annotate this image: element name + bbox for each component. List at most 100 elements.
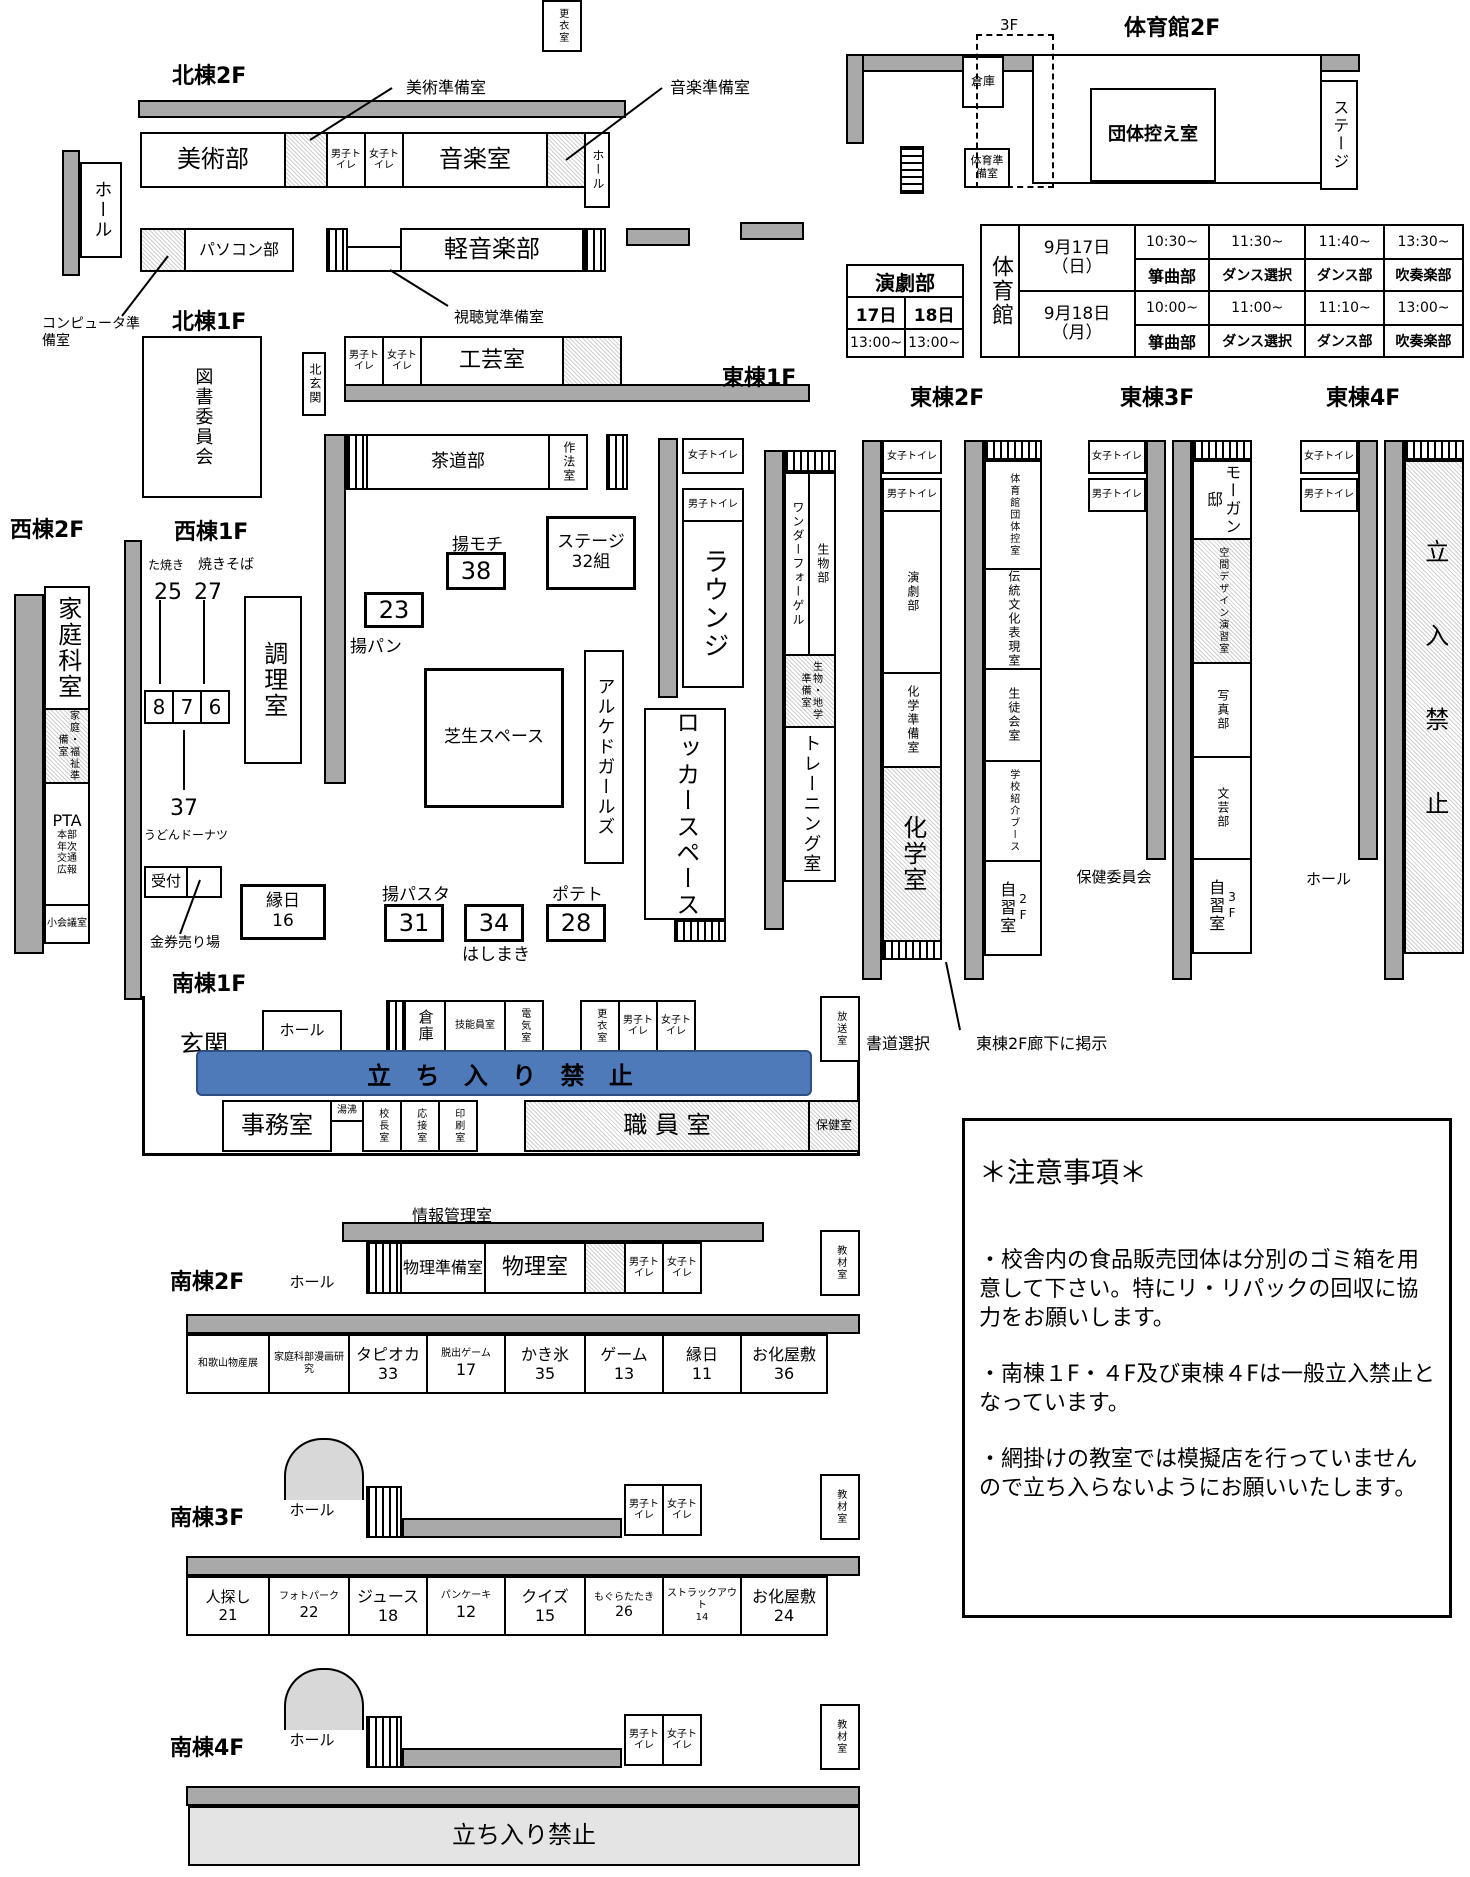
south3-materials[interactable]: 教材室 <box>820 1474 860 1540</box>
room-crafts[interactable]: 工芸室 <box>420 336 564 386</box>
east1-bio-prep[interactable]: 生物・地学準備室 <box>784 654 836 728</box>
south4-hall[interactable]: ホール <box>289 1731 335 1750</box>
room-8[interactable]: 8 <box>144 690 174 724</box>
east2-drama[interactable]: 演劇部 <box>882 510 942 674</box>
room-light-music[interactable]: 軽音楽部 <box>400 228 584 272</box>
booth-31[interactable]: 31 <box>384 904 444 942</box>
room-girls-wc-n2[interactable]: 女子トイレ <box>364 132 404 188</box>
south3-hall[interactable]: ホール <box>289 1501 335 1520</box>
east4-girls-wc[interactable]: 女子トイレ <box>1300 440 1358 474</box>
east1-biology[interactable]: 生物部 <box>808 472 836 656</box>
east2-school-intro[interactable]: 学校紹介ブース <box>984 760 1042 862</box>
east1-wandervogel[interactable]: ワンダーフォーゲル <box>784 472 810 656</box>
south2-room-1[interactable]: 家庭科部漫画研究 <box>268 1334 350 1394</box>
east2-chemistry[interactable]: 化学室 <box>882 766 942 942</box>
room-7[interactable]: 7 <box>172 690 202 724</box>
east3-morgan[interactable]: モーガン邸 <box>1192 460 1252 540</box>
room-home-ec-prep[interactable]: 家庭・福祉準備室 <box>44 708 90 784</box>
room-boys-wc-n2[interactable]: 男子トイレ <box>326 132 366 188</box>
room-music[interactable]: 音楽室 <box>402 132 548 188</box>
room-boys-wc-n1[interactable]: 男子トイレ <box>344 336 384 386</box>
east3-space-design[interactable]: 空間デザイン演習室 <box>1192 538 1252 664</box>
room-av-prep[interactable] <box>346 246 402 272</box>
south1-staff-room[interactable]: 職 員 室 <box>524 1100 810 1152</box>
gym-stage[interactable]: ステージ <box>1320 80 1358 190</box>
room-ticket[interactable] <box>186 866 222 898</box>
room-library-committee[interactable]: 図書委員会 <box>142 336 262 498</box>
room-art-club[interactable]: 美術部 <box>140 132 286 188</box>
south3-boys-wc[interactable]: 男子トイレ <box>624 1484 664 1536</box>
east2-girls-wc[interactable]: 女子トイレ <box>882 440 942 474</box>
booth-28[interactable]: 28 <box>546 904 606 942</box>
south1-nurse[interactable]: 保健室 <box>808 1100 860 1152</box>
room-pta[interactable]: PTA 本部 年次 交通 広報 <box>44 782 90 906</box>
south1-principal[interactable]: 校長室 <box>362 1100 402 1152</box>
room-girls-wc-n1[interactable]: 女子トイレ <box>382 336 422 386</box>
east2-student-council[interactable]: 生徒会室 <box>984 668 1042 762</box>
room-etiquette[interactable]: 作法室 <box>548 434 588 490</box>
north-entrance[interactable]: 北玄関 <box>302 352 326 416</box>
room-pc-club[interactable]: パソコン部 <box>184 228 294 272</box>
room-small-meeting[interactable]: 小会議室 <box>44 904 90 944</box>
room-music-prep[interactable] <box>546 132 586 188</box>
room-6[interactable]: 6 <box>200 690 230 724</box>
gym-storage[interactable]: 倉庫 <box>962 56 1004 108</box>
south1-electric[interactable]: 電気室 <box>504 1000 544 1052</box>
south2-dot[interactable] <box>584 1242 626 1294</box>
booth-34[interactable]: 34 <box>464 904 524 942</box>
south2-girls-wc[interactable]: 女子トイレ <box>662 1242 702 1294</box>
south1-changing1[interactable]: 更衣室 <box>542 0 582 52</box>
room-crafts-dot[interactable] <box>562 336 622 386</box>
alkeid-girls[interactable]: アルケドガールズ <box>584 650 624 864</box>
south4-materials[interactable]: 教材室 <box>820 1704 860 1770</box>
south1-hall[interactable]: ホール <box>262 1010 342 1052</box>
south2-hall[interactable]: ホール <box>282 1262 342 1304</box>
south1-boiler[interactable]: 湯沸 <box>330 1100 364 1122</box>
east4-boys-wc[interactable]: 男子トイレ <box>1300 478 1358 512</box>
south1-boys-wc[interactable]: 男子トイレ <box>618 1000 658 1052</box>
south1-reception-room[interactable]: 応接室 <box>400 1100 440 1152</box>
east2-chem-prep[interactable]: 化学準備室 <box>882 672 942 768</box>
room-home-ec[interactable]: 家庭科室 <box>44 586 90 710</box>
south1-changing2[interactable]: 更衣室 <box>580 1000 620 1052</box>
hall-north-east[interactable]: ホール <box>584 132 610 208</box>
south3-girls-wc[interactable]: 女子トイレ <box>662 1484 702 1536</box>
room-art-prep[interactable] <box>284 132 328 188</box>
east3-photo[interactable]: 写真部 <box>1192 662 1252 758</box>
south1-girls-wc[interactable]: 女子トイレ <box>656 1000 696 1052</box>
south1-storage[interactable]: 倉庫 <box>404 1000 446 1052</box>
south2-physics-prep[interactable]: 物理準備室 <box>400 1242 486 1294</box>
south2-physics[interactable]: 物理室 <box>484 1242 586 1294</box>
hall-north-west[interactable]: ホール <box>80 162 122 258</box>
east3-literature[interactable]: 文芸部 <box>1192 756 1252 860</box>
east2-gym-group[interactable]: 体育館団体控室 <box>984 460 1042 570</box>
gym-group-waiting[interactable]: 団体控え室 <box>1090 88 1216 182</box>
east1-lounge[interactable]: ラウンジ <box>682 520 744 688</box>
south4-boys-wc[interactable]: 男子トイレ <box>624 1714 664 1766</box>
room-computer-prep[interactable] <box>140 228 186 272</box>
room-tea-club[interactable]: 茶道部 <box>366 434 550 490</box>
south2-boys-wc[interactable]: 男子トイレ <box>624 1242 664 1294</box>
east1-locker-space[interactable]: ロッカースペース <box>644 708 726 920</box>
lawn-space[interactable]: 芝生スペース <box>424 668 564 808</box>
east1-girls-wc[interactable]: 女子トイレ <box>682 438 744 474</box>
east3-health[interactable]: 保健委員会 <box>1076 868 1152 887</box>
south2-room-0[interactable]: 和歌山物産展 <box>186 1334 270 1394</box>
booth-23[interactable]: 23 <box>364 592 424 628</box>
south1-printing[interactable]: 印刷室 <box>438 1100 478 1152</box>
